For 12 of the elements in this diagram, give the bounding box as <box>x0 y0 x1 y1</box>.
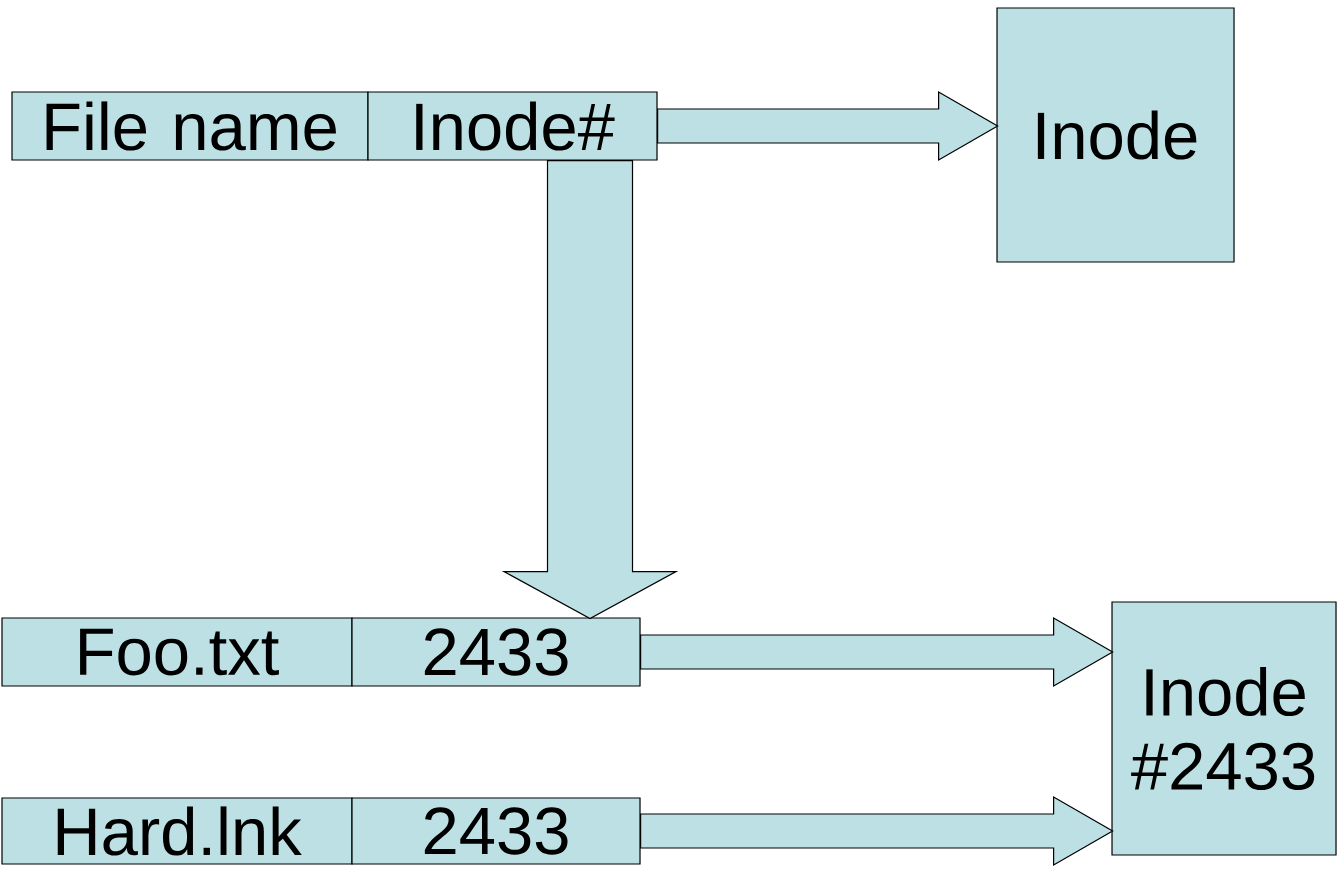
table-cell: File name <box>11 91 369 161</box>
inode-box: Inode #2433 <box>1111 601 1337 856</box>
table-cell: Inode# <box>367 91 658 161</box>
block-arrow <box>501 160 679 620</box>
table-cell: 2433 <box>351 617 641 687</box>
block-arrow <box>657 90 999 162</box>
table-cell: 2433 <box>351 797 641 865</box>
block-arrow <box>640 616 1114 688</box>
table-cell: Hard.lnk <box>1 797 353 865</box>
table-cell: Foo.txt <box>1 617 353 687</box>
block-arrow <box>640 795 1114 867</box>
inode-box: Inode <box>996 7 1235 263</box>
